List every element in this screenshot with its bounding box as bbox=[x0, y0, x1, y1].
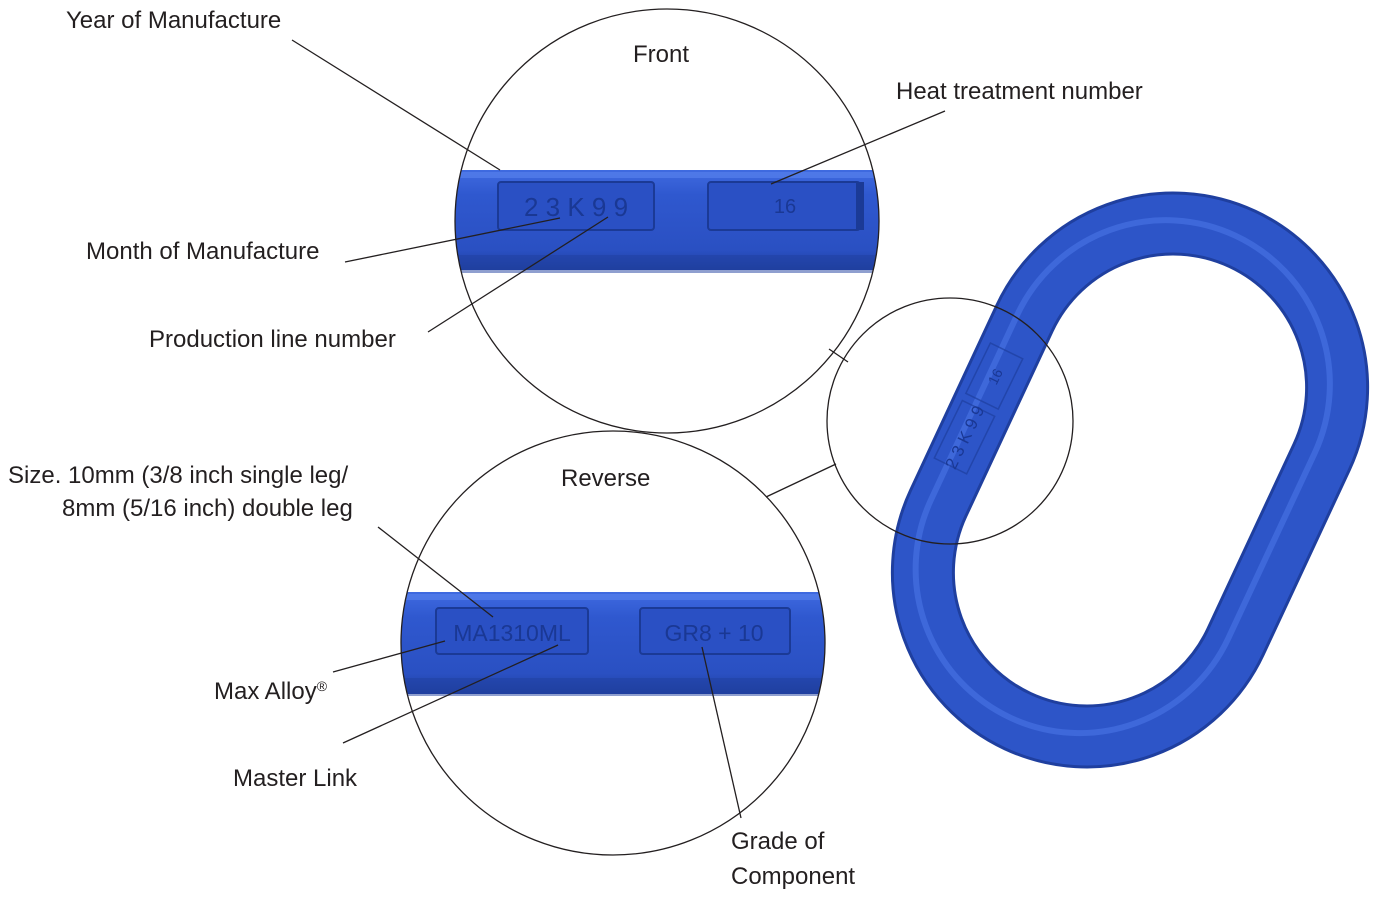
leader-lines bbox=[291, 39, 946, 819]
label-reverse: Reverse bbox=[561, 465, 651, 492]
label-production-line-number: Production line number bbox=[149, 326, 396, 353]
front-stamp-heat: 16 bbox=[774, 196, 796, 218]
label-grade-line-2: Component bbox=[731, 863, 856, 890]
leader-master-link bbox=[342, 644, 559, 744]
master-link-image bbox=[890, 191, 1370, 769]
label-year-of-manufacture: Year of Manufacture bbox=[66, 7, 282, 34]
reverse-stamp-code: MA1310ML bbox=[453, 620, 571, 646]
label-heat-treatment-number: Heat treatment number bbox=[896, 78, 1143, 105]
front-detail-circle: 2 3 K 9 9 16 bbox=[454, 8, 880, 434]
label-grade-line-1: Grade of bbox=[731, 828, 825, 855]
leader-size bbox=[377, 526, 494, 618]
label-front: Front bbox=[633, 41, 690, 68]
leader-year bbox=[291, 39, 501, 171]
reverse-stamp-grade: GR8 + 10 bbox=[664, 620, 763, 646]
label-max-alloy: Max Alloy® bbox=[214, 677, 327, 706]
leader-max-alloy bbox=[332, 640, 446, 673]
label-master-link: Master Link bbox=[233, 765, 358, 792]
connector-reverse bbox=[765, 463, 837, 498]
label-max-alloy-text: Max Alloy bbox=[214, 678, 317, 705]
front-stamp-code: 2 3 K 9 9 bbox=[524, 192, 628, 222]
label-size-line-2: 8mm (5/16 inch) double leg bbox=[62, 495, 353, 522]
reverse-detail-circle: MA1310ML GR8 + 10 bbox=[400, 430, 826, 856]
label-month-of-manufacture: Month of Manufacture bbox=[86, 238, 320, 265]
leader-month bbox=[344, 217, 561, 263]
leader-production bbox=[427, 216, 609, 333]
leader-heat bbox=[770, 110, 946, 185]
leader-grade bbox=[701, 646, 742, 819]
label-size-line-1: Size. 10mm (3/8 inch single leg/ bbox=[8, 462, 349, 489]
small-stamp-heat: 16 bbox=[985, 366, 1006, 387]
registered-mark: ® bbox=[316, 678, 328, 694]
connector-front bbox=[828, 348, 849, 363]
